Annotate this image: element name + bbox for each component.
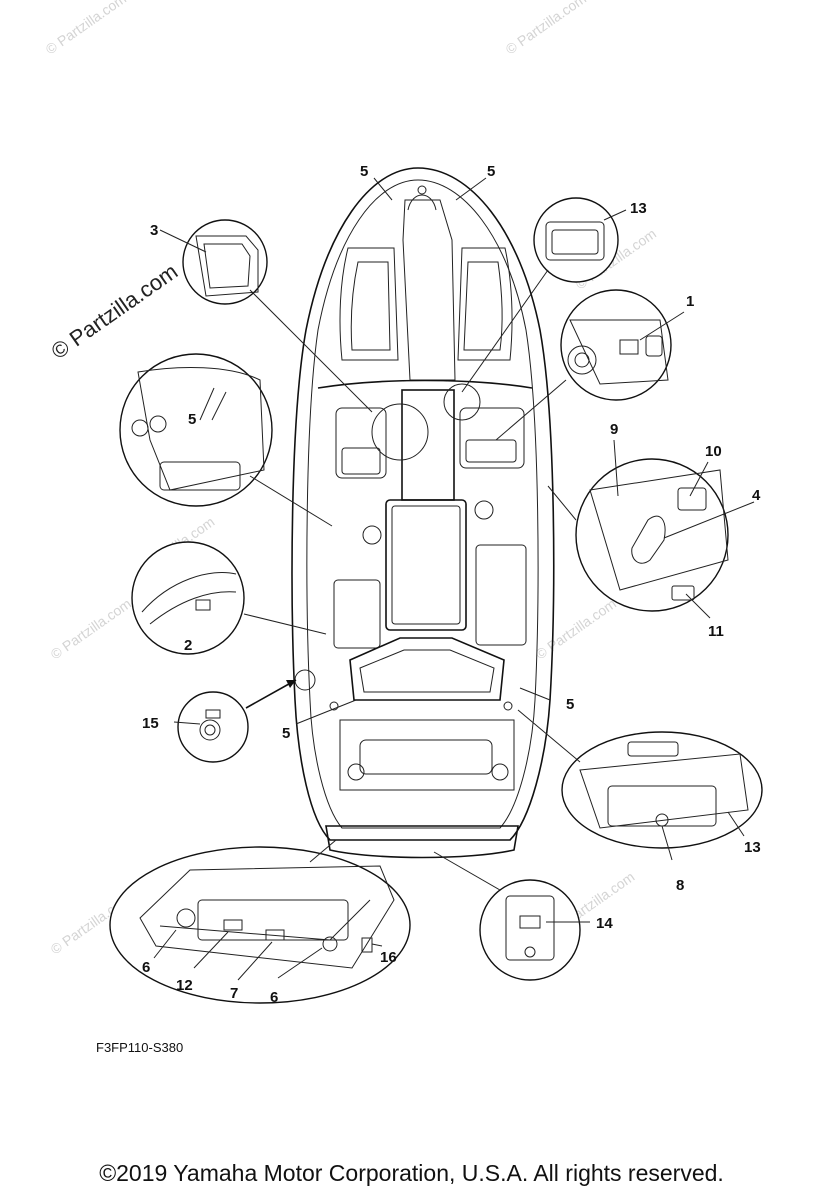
callout-11: 11 — [708, 623, 724, 640]
detail-view-13-top — [461, 197, 627, 393]
callout-2: 2 — [184, 637, 192, 654]
detail-view-9-10-4-11 — [547, 439, 755, 619]
callout-5: 5 — [188, 411, 196, 428]
diagram-code: F3FP110-S380 — [96, 1040, 184, 1055]
callout-3: 3 — [150, 222, 158, 239]
watermark-faint: © Partzilla.com — [48, 595, 134, 662]
detail-view-2 — [131, 541, 327, 655]
watermark-faint: © Partzilla.com — [503, 0, 589, 57]
callout-6: 6 — [270, 989, 278, 1006]
detail-view-stern-storage — [109, 839, 411, 1004]
callout-13: 13 — [630, 200, 647, 217]
copyright-notice: ©2019 Yamaha Motor Corporation, U.S.A. A… — [99, 1160, 724, 1186]
leader-lines — [199, 177, 551, 725]
detail-view-14 — [433, 851, 590, 981]
callout-16: 16 — [380, 949, 397, 966]
detail-view-1 — [495, 289, 685, 441]
callout-5: 5 — [487, 163, 495, 180]
callout-5: 5 — [360, 163, 368, 180]
callout-4: 4 — [752, 487, 761, 504]
faint-watermarks: © Partzilla.com © Partzilla.com © Partzi… — [43, 0, 659, 957]
callout-8: 8 — [676, 877, 684, 894]
callout-13: 13 — [744, 839, 761, 856]
callout-14: 14 — [596, 915, 613, 932]
callout-9: 9 — [610, 421, 618, 438]
callout-labels: 5 5 13 3 1 5 9 10 4 11 2 15 5 5 13 8 14 … — [142, 163, 761, 1006]
callout-7: 7 — [230, 985, 238, 1002]
detail-view-15 — [173, 679, 297, 763]
callout-10: 10 — [705, 443, 722, 460]
boat-hull — [291, 167, 555, 859]
callout-12: 12 — [176, 977, 193, 994]
callout-15: 15 — [142, 715, 159, 732]
detail-view-3 — [159, 219, 373, 413]
watermark-faint: © Partzilla.com — [533, 595, 619, 662]
detail-view-5-left — [119, 353, 333, 527]
watermark-main: © Partzilla.com — [47, 259, 183, 365]
detail-view-13-8 — [517, 709, 763, 861]
callout-5: 5 — [566, 696, 574, 713]
callout-1: 1 — [686, 293, 694, 310]
watermark-faint: © Partzilla.com — [43, 0, 129, 57]
callout-5: 5 — [282, 725, 290, 742]
callout-6: 6 — [142, 959, 150, 976]
